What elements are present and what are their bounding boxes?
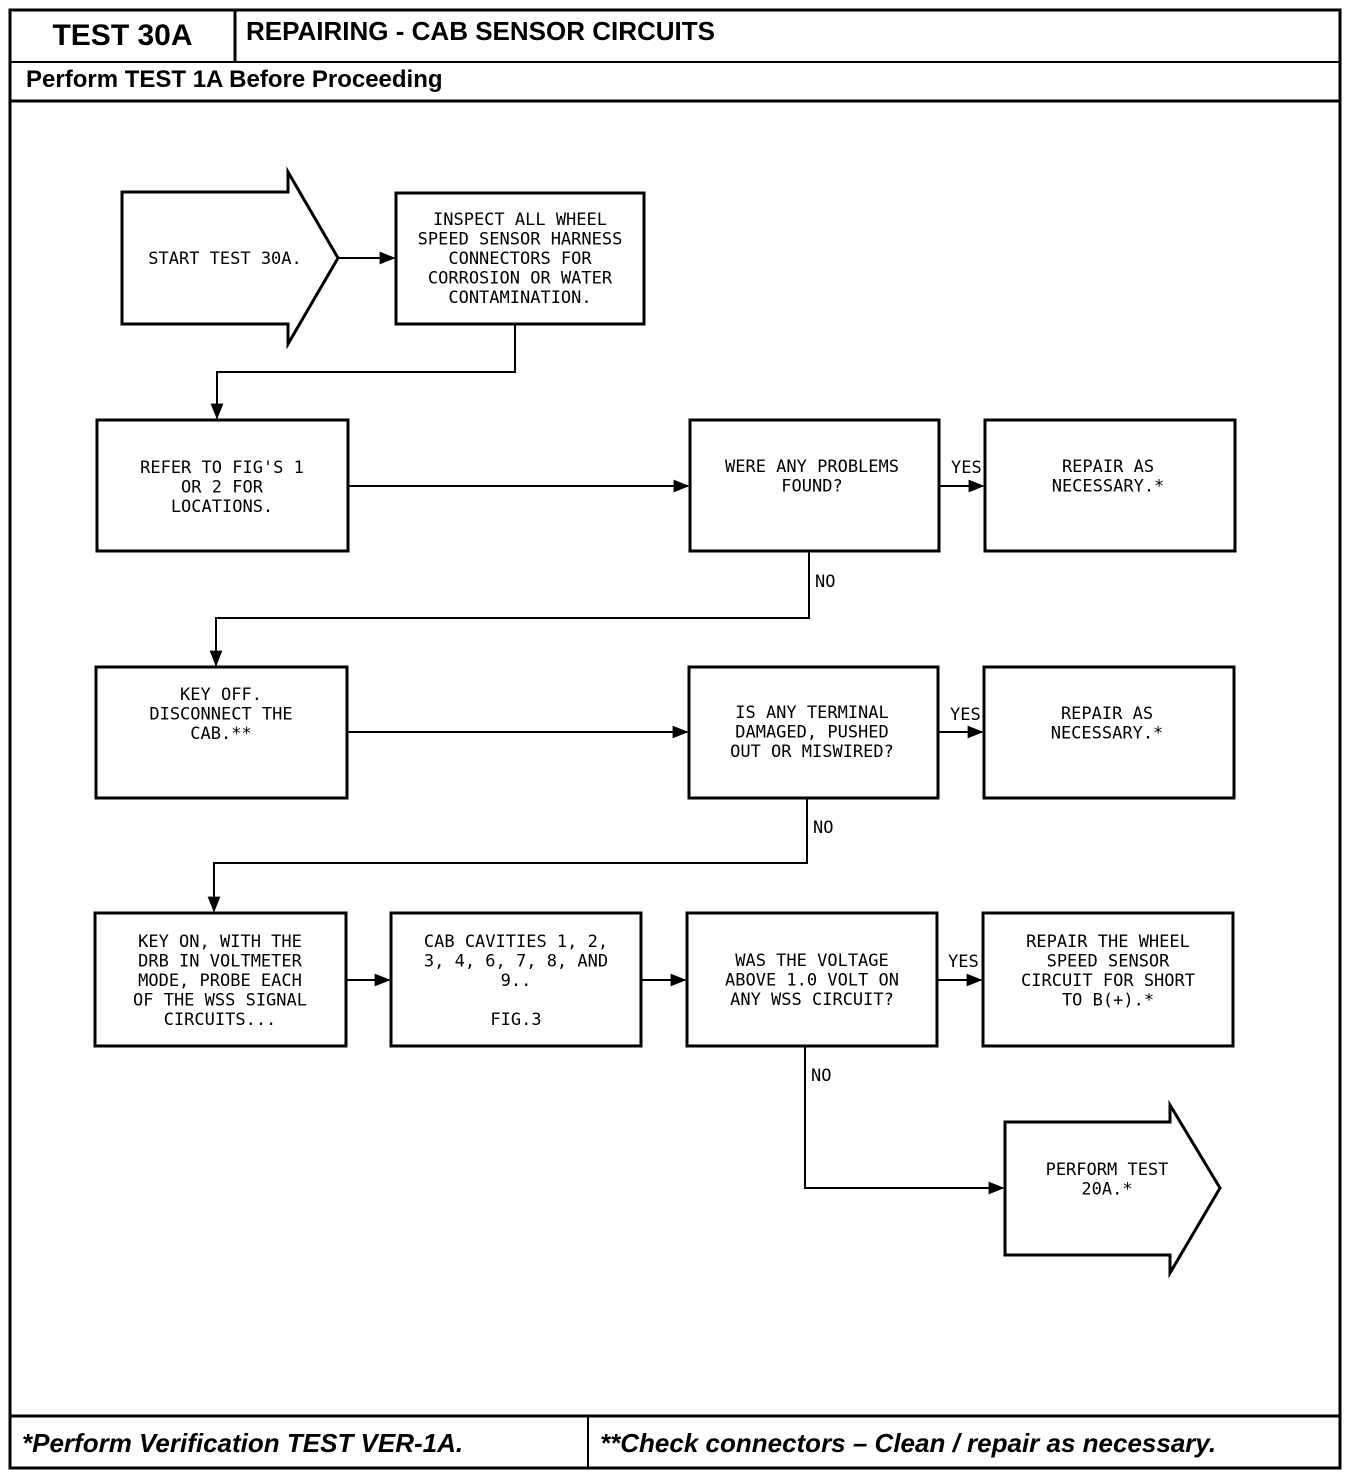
voltage-decision-box — [685, 911, 939, 1048]
test-id: TEST 30A — [52, 19, 193, 52]
repair3-text-line: TO B(+).* — [1062, 991, 1154, 1011]
key-on-text-line: KEY ON, WITH THE — [138, 932, 302, 952]
refer-text-line: REFER TO FIG'S 1 — [140, 458, 304, 478]
repair-box-1 — [983, 418, 1237, 553]
q-terminal-text-line: IS ANY TERMINAL — [735, 703, 889, 723]
key-off-text-line: KEY OFF. — [180, 685, 262, 705]
q-terminal-text-line: DAMAGED, PUSHED — [735, 723, 889, 743]
refer-box — [95, 418, 350, 553]
q-voltage-text-line: ANY WSS CIRCUIT? — [730, 990, 894, 1010]
inspect-text-line: INSPECT ALL WHEEL — [433, 210, 607, 230]
connector — [209, 551, 810, 667]
q-terminal-text-line: OUT OR MISWIRED? — [730, 742, 894, 762]
key-on-text-line: OF THE WSS SIGNAL — [133, 991, 307, 1011]
connector — [210, 324, 516, 420]
no-label-3: NO — [811, 1066, 831, 1086]
footer-connector-note: **Check connectors – Clean / repair as n… — [600, 1428, 1217, 1458]
repair3-text-line: CIRCUIT FOR SHORT — [1021, 971, 1195, 991]
repair1-text-line: REPAIR AS — [1062, 457, 1154, 477]
q-problems-text-line: WERE ANY PROBLEMS — [725, 457, 899, 477]
q-problems-text-line: FOUND? — [781, 477, 842, 497]
cab-cavities-text-line: 9.. — [501, 971, 532, 991]
test-title: REPAIRING - CAB SENSOR CIRCUITS — [246, 16, 715, 46]
repair3-text-line: REPAIR THE WHEEL — [1026, 932, 1190, 952]
inspect-text-line: CONTAMINATION. — [448, 288, 591, 308]
terminal-decision-box — [687, 665, 940, 800]
yes-label-3: YES — [948, 952, 979, 972]
cab-cavities-text-line: 3, 4, 6, 7, 8, AND — [424, 952, 608, 972]
repair3-text-line: SPEED SENSOR — [1047, 952, 1171, 972]
key-on-text-line: CIRCUITS... — [164, 1010, 277, 1030]
repair1-text-line: NECESSARY.* — [1052, 477, 1165, 497]
refer-text-line: LOCATIONS. — [171, 497, 273, 517]
start-arrow-shape — [120, 166, 340, 350]
q-voltage-text-line: WAS THE VOLTAGE — [735, 951, 889, 971]
perform-20a-arrow-shape — [1003, 1099, 1222, 1279]
repair-box-2 — [982, 665, 1236, 800]
key-on-box — [93, 911, 348, 1048]
yes-label-2: YES — [950, 705, 981, 725]
key-off-text-line: CAB.** — [190, 724, 251, 744]
perform20a-text-line: 20A.* — [1081, 1180, 1132, 1200]
repair2-text-line: NECESSARY.* — [1051, 724, 1164, 744]
refer-text-line: OR 2 FOR — [181, 478, 264, 498]
cab-cavities-text-line: FIG.3 — [490, 1010, 541, 1030]
q-voltage-text-line: ABOVE 1.0 VOLT ON — [725, 971, 899, 991]
key-on-text-line: DRB IN VOLTMETER — [138, 952, 303, 972]
inspect-text-line: SPEED SENSOR HARNESS — [418, 230, 623, 250]
inspect-text-line: CORROSION OR WATER — [428, 269, 613, 289]
connector — [804, 1046, 1005, 1195]
prerequisite-note: Perform TEST 1A Before Proceeding — [26, 66, 443, 93]
connector — [207, 798, 808, 913]
cab-cavities-text-line: CAB CAVITIES 1, 2, — [424, 932, 608, 952]
start-text-line: START TEST 30A. — [148, 249, 302, 269]
perform20a-text-line: PERFORM TEST — [1046, 1160, 1169, 1180]
inspect-text-line: CONNECTORS FOR — [448, 249, 592, 269]
footer-verification-note: *Perform Verification TEST VER-1A. — [22, 1428, 464, 1458]
key-on-text-line: MODE, PROBE EACH — [138, 971, 302, 991]
page-frame — [8, 8, 1342, 1470]
no-label-1: NO — [815, 572, 835, 592]
no-label-2: NO — [813, 818, 833, 838]
problems-decision-box — [688, 418, 941, 553]
key-off-text-line: DISCONNECT THE — [149, 705, 292, 725]
inspect-box — [394, 191, 646, 326]
repair-box-3 — [981, 911, 1235, 1048]
repair2-text-line: REPAIR AS — [1061, 704, 1153, 724]
yes-label-1: YES — [951, 458, 982, 478]
